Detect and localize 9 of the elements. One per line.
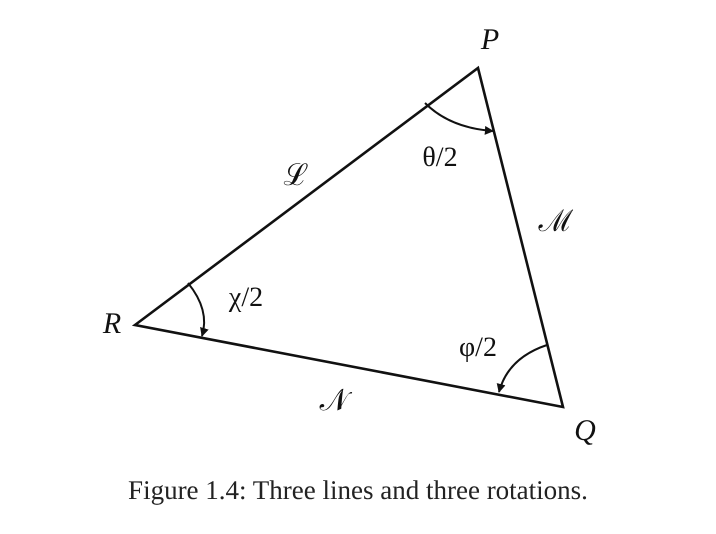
line-label: ℳ [538,207,574,237]
vertex-label: R [102,309,122,339]
vertex-label: Q [574,416,596,446]
angle-label: θ/2 [422,144,458,172]
angle-label: φ/2 [459,334,497,362]
vertex-label: P [480,25,500,55]
caption: Figure 1.4: Three lines and three rotations. [127,475,589,506]
angle-label: χ/2 [228,284,264,312]
line-label: ℒ [284,161,308,191]
